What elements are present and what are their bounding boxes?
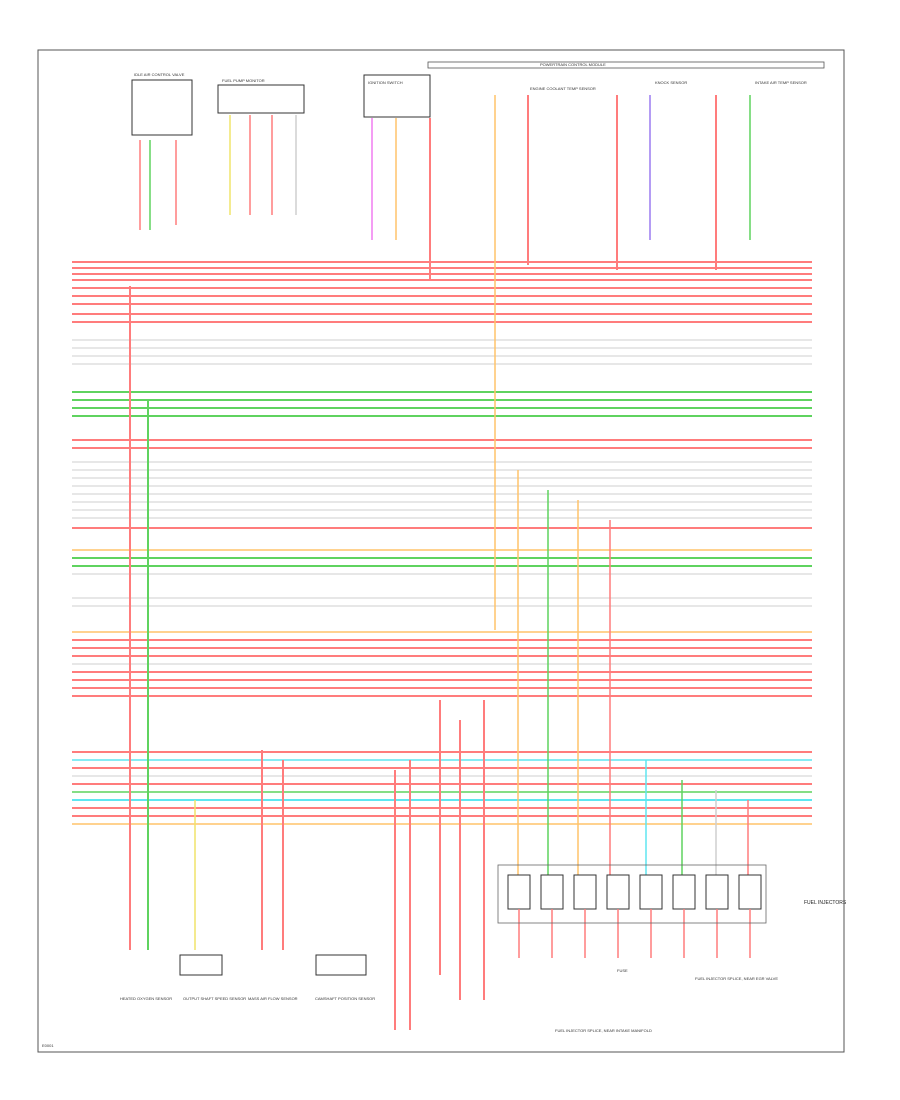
output-shaft-sensor-box	[179, 954, 223, 976]
splice-note-1: FUEL INJECTOR SPLICE, NEAR EGR VALVE	[695, 976, 778, 981]
bottom-label-3: MASS AIR FLOW SENSOR	[248, 996, 298, 1001]
injector-connector	[507, 874, 531, 910]
pcm-top-outline	[427, 61, 825, 69]
fuse-label: FUSE	[617, 968, 628, 973]
component-label-2: FUEL PUMP MONITOR	[222, 78, 265, 83]
fuel-pump-monitor-box	[217, 84, 305, 114]
splice-note-2: FUEL INJECTOR SPLICE, NEAR INTAKE MANIFO…	[555, 1028, 652, 1033]
bottom-label-4: CAMSHAFT POSITION SENSOR	[315, 996, 375, 1001]
footer-code: E0001	[42, 1043, 54, 1048]
component-label-7: INTAKE AIR TEMP SENSOR	[755, 80, 807, 85]
ignition-switch-box	[363, 74, 431, 118]
idle-air-control-box	[131, 79, 193, 136]
diagram-frame	[37, 49, 845, 1053]
horizontal-wire-group	[72, 261, 812, 825]
relay-group-label: FUEL INJECTORS	[804, 900, 847, 906]
injector-connector	[672, 874, 696, 910]
component-label-6: KNOCK SENSOR	[655, 80, 687, 85]
injector-connector	[738, 874, 762, 910]
component-label-1: IDLE AIR CONTROL VALVE	[134, 72, 185, 77]
component-label-3: IGNITION SWITCH	[368, 80, 403, 85]
injector-connector	[606, 874, 630, 910]
injector-connector	[639, 874, 663, 910]
injector-harness-outline	[497, 864, 767, 924]
injector-connector	[573, 874, 597, 910]
camshaft-sensor-box	[315, 954, 367, 976]
bottom-label-2: OUTPUT SHAFT SPEED SENSOR	[183, 996, 246, 1001]
injector-connector	[540, 874, 564, 910]
component-label-5: ENGINE COOLANT TEMP SENSOR	[530, 86, 596, 91]
bottom-label-1: HEATED OXYGEN SENSOR	[120, 996, 172, 1001]
component-label-4: POWERTRAIN CONTROL MODULE	[540, 62, 606, 67]
vertical-wire-group	[129, 95, 751, 1030]
injector-group	[507, 874, 762, 958]
injector-connector	[705, 874, 729, 910]
